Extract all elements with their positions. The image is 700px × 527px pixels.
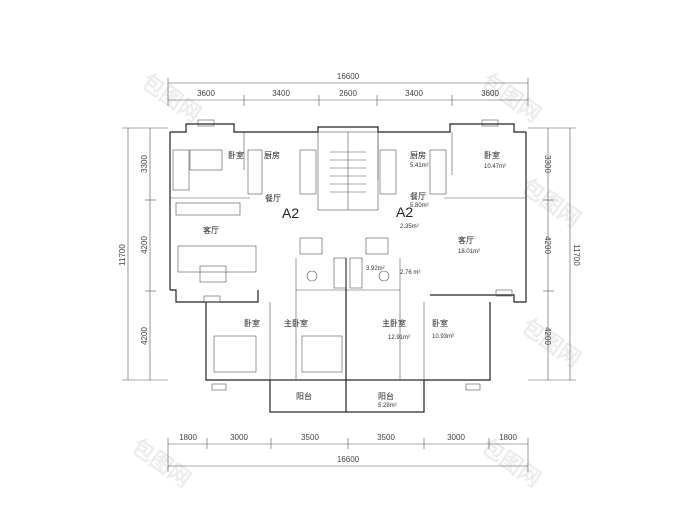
room-master-bedroom-left: 主卧室 [284,318,308,328]
dim-left-3: 4200 [140,327,149,345]
area-bath-right-1: 2.35m² [400,224,419,230]
watermark: 包图网 [127,434,196,493]
dim-bottom-6: 1800 [499,433,517,442]
room-living-right: 客厅 [458,235,474,245]
room-bedroom-top-left: 卧室 [228,150,244,160]
watermark: 包图网 [477,69,546,128]
dim-right-3: 4200 [543,327,552,345]
fixtures [172,119,513,391]
area-bedroom-bottom-right: 10.93m² [432,334,454,340]
area-kitchen-right: 5.41m² [410,163,429,169]
building-walls [169,123,527,413]
room-bedroom-top-right: 卧室 [484,150,500,160]
area-living-right: 18.01m² [458,249,480,255]
dim-right-total: 11700 [572,244,581,266]
dim-top-1: 3600 [197,89,215,98]
room-bedroom-bottom-left: 卧室 [244,318,260,328]
area-dining-right: 5.80m² [410,203,429,209]
dim-bottom-4: 3500 [377,433,395,442]
left-dimension-lines: 11700 3300 4200 4200 [118,127,168,381]
area-balcony-right: 5.28m² [378,403,397,409]
room-dining-right: 餐厅 [410,192,426,201]
watermark: 包图网 [517,174,586,233]
watermark: 包图网 [477,434,546,493]
dim-bottom-2: 3000 [230,433,248,442]
area-master-bedroom-right: 12.91m² [388,335,410,341]
room-kitchen-right: 厨房 [410,150,426,160]
dim-right-2: 4200 [543,236,552,254]
area-bedroom-top-right: 10.47m² [484,164,506,170]
room-master-bedroom-right: 主卧室 [382,318,406,328]
dim-top-total: 16600 [337,72,360,81]
unit-label-right: A2 [396,204,413,220]
left-unit-labels: 卧室 厨房 餐厅 A2 客厅 卧室 主卧室 阳台 [203,150,312,401]
dim-bottom-5: 3000 [447,433,465,442]
bottom-dimension-lines: 1800 3000 3500 3500 3000 1800 16600 [167,433,529,472]
area-bath-right-2: 3.92m² [366,266,385,272]
dim-bottom-1: 1800 [179,433,197,442]
unit-label-left: A2 [282,205,299,221]
room-dining-left: 餐厅 [265,194,281,203]
room-kitchen-left: 厨房 [264,150,280,160]
room-balcony-left: 阳台 [296,391,312,401]
area-bath-right-3: 2.76 m² [400,270,420,276]
dim-left-1: 3300 [140,155,149,173]
dim-top-2: 3400 [272,89,290,98]
right-dimension-lines: 3300 4200 4200 11700 [528,127,581,381]
room-bedroom-bottom-right: 卧室 [432,318,448,328]
top-dimension-lines: 16600 3600 3400 2600 3400 3600 [167,72,529,106]
dim-top-5: 3600 [481,89,499,98]
watermark: 包图网 [137,69,206,128]
room-living-left: 客厅 [203,225,219,235]
dim-top-3: 2600 [339,89,357,98]
room-balcony-right: 阳台 [378,391,394,401]
dim-bottom-total: 16600 [337,455,360,464]
dim-top-4: 3400 [405,89,423,98]
right-unit-labels: 厨房 5.41m² 卧室 10.47m² 餐厅 5.80m² A2 2.35m²… [366,150,506,409]
dim-left-total: 11700 [118,244,127,266]
dim-bottom-3: 3500 [301,433,319,442]
dim-right-1: 3300 [543,155,552,173]
dim-left-2: 4200 [140,236,149,254]
